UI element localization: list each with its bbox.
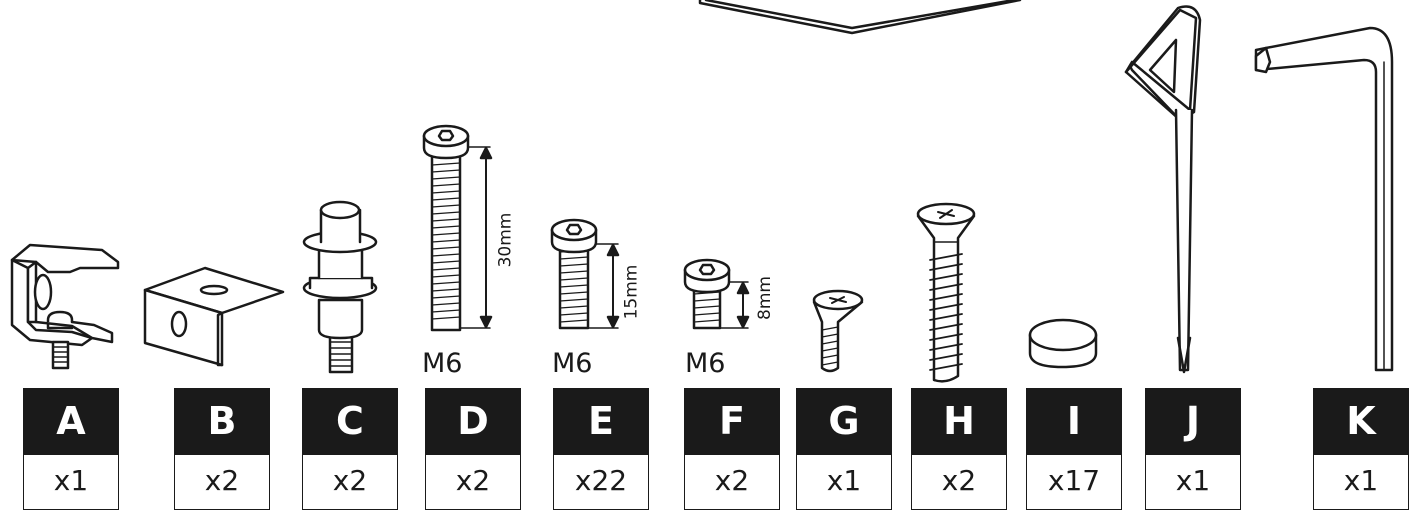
part-label-g: G x1 — [796, 388, 892, 510]
part-j-triangle-key-illustration — [1124, 5, 1202, 374]
part-quantity: x1 — [1313, 455, 1409, 510]
part-d-bolt-30mm-illustration — [422, 124, 493, 332]
spec-label-d: M6 — [422, 348, 463, 379]
part-label-k: K x1 — [1313, 388, 1409, 510]
part-a-clamp-illustration — [10, 243, 120, 370]
spec-label-f: M6 — [685, 348, 726, 379]
part-c-shelf-pin-illustration — [302, 200, 378, 374]
part-letter: B — [174, 388, 270, 455]
part-i-cover-cap-illustration — [1028, 318, 1098, 369]
part-letter: K — [1313, 388, 1409, 455]
part-quantity: x2 — [911, 455, 1007, 510]
part-label-b: B x2 — [174, 388, 270, 510]
part-letter: F — [684, 388, 780, 455]
part-e-bolt-15mm-illustration — [550, 218, 620, 330]
part-letter: G — [796, 388, 892, 455]
part-quantity: x1 — [23, 455, 119, 510]
part-k-hex-key-illustration — [1254, 26, 1394, 372]
part-quantity: x17 — [1026, 455, 1122, 510]
part-letter: I — [1026, 388, 1122, 455]
part-label-j: J x1 — [1145, 388, 1241, 510]
part-letter: E — [553, 388, 649, 455]
length-label-e: 15mm — [621, 264, 642, 320]
part-letter: A — [23, 388, 119, 455]
part-quantity: x2 — [302, 455, 398, 510]
part-label-f: F x2 — [684, 388, 780, 510]
part-quantity: x1 — [1145, 455, 1241, 510]
part-b-angle-bracket-illustration — [143, 266, 285, 367]
part-quantity: x2 — [174, 455, 270, 510]
length-label-d: 30mm — [495, 212, 516, 268]
part-quantity: x22 — [553, 455, 649, 510]
part-quantity: x2 — [425, 455, 521, 510]
part-label-e: E x22 — [553, 388, 649, 510]
part-label-d: D x2 — [425, 388, 521, 510]
part-letter: H — [911, 388, 1007, 455]
part-quantity: x1 — [796, 455, 892, 510]
spec-label-e: M6 — [552, 348, 593, 379]
panel-edge-illustration — [698, 0, 1022, 35]
part-label-a: A x1 — [23, 388, 119, 510]
part-f-bolt-8mm-illustration — [683, 258, 750, 330]
part-label-h: H x2 — [911, 388, 1007, 510]
part-h-wood-screw-illustration — [916, 202, 976, 383]
part-letter: J — [1145, 388, 1241, 455]
part-letter: D — [425, 388, 521, 455]
part-label-i: I x17 — [1026, 388, 1122, 510]
part-letter: C — [302, 388, 398, 455]
length-label-f: 8mm — [754, 276, 775, 320]
part-quantity: x2 — [684, 455, 780, 510]
part-g-countersunk-screw-illustration — [812, 289, 864, 373]
part-label-c: C x2 — [302, 388, 398, 510]
